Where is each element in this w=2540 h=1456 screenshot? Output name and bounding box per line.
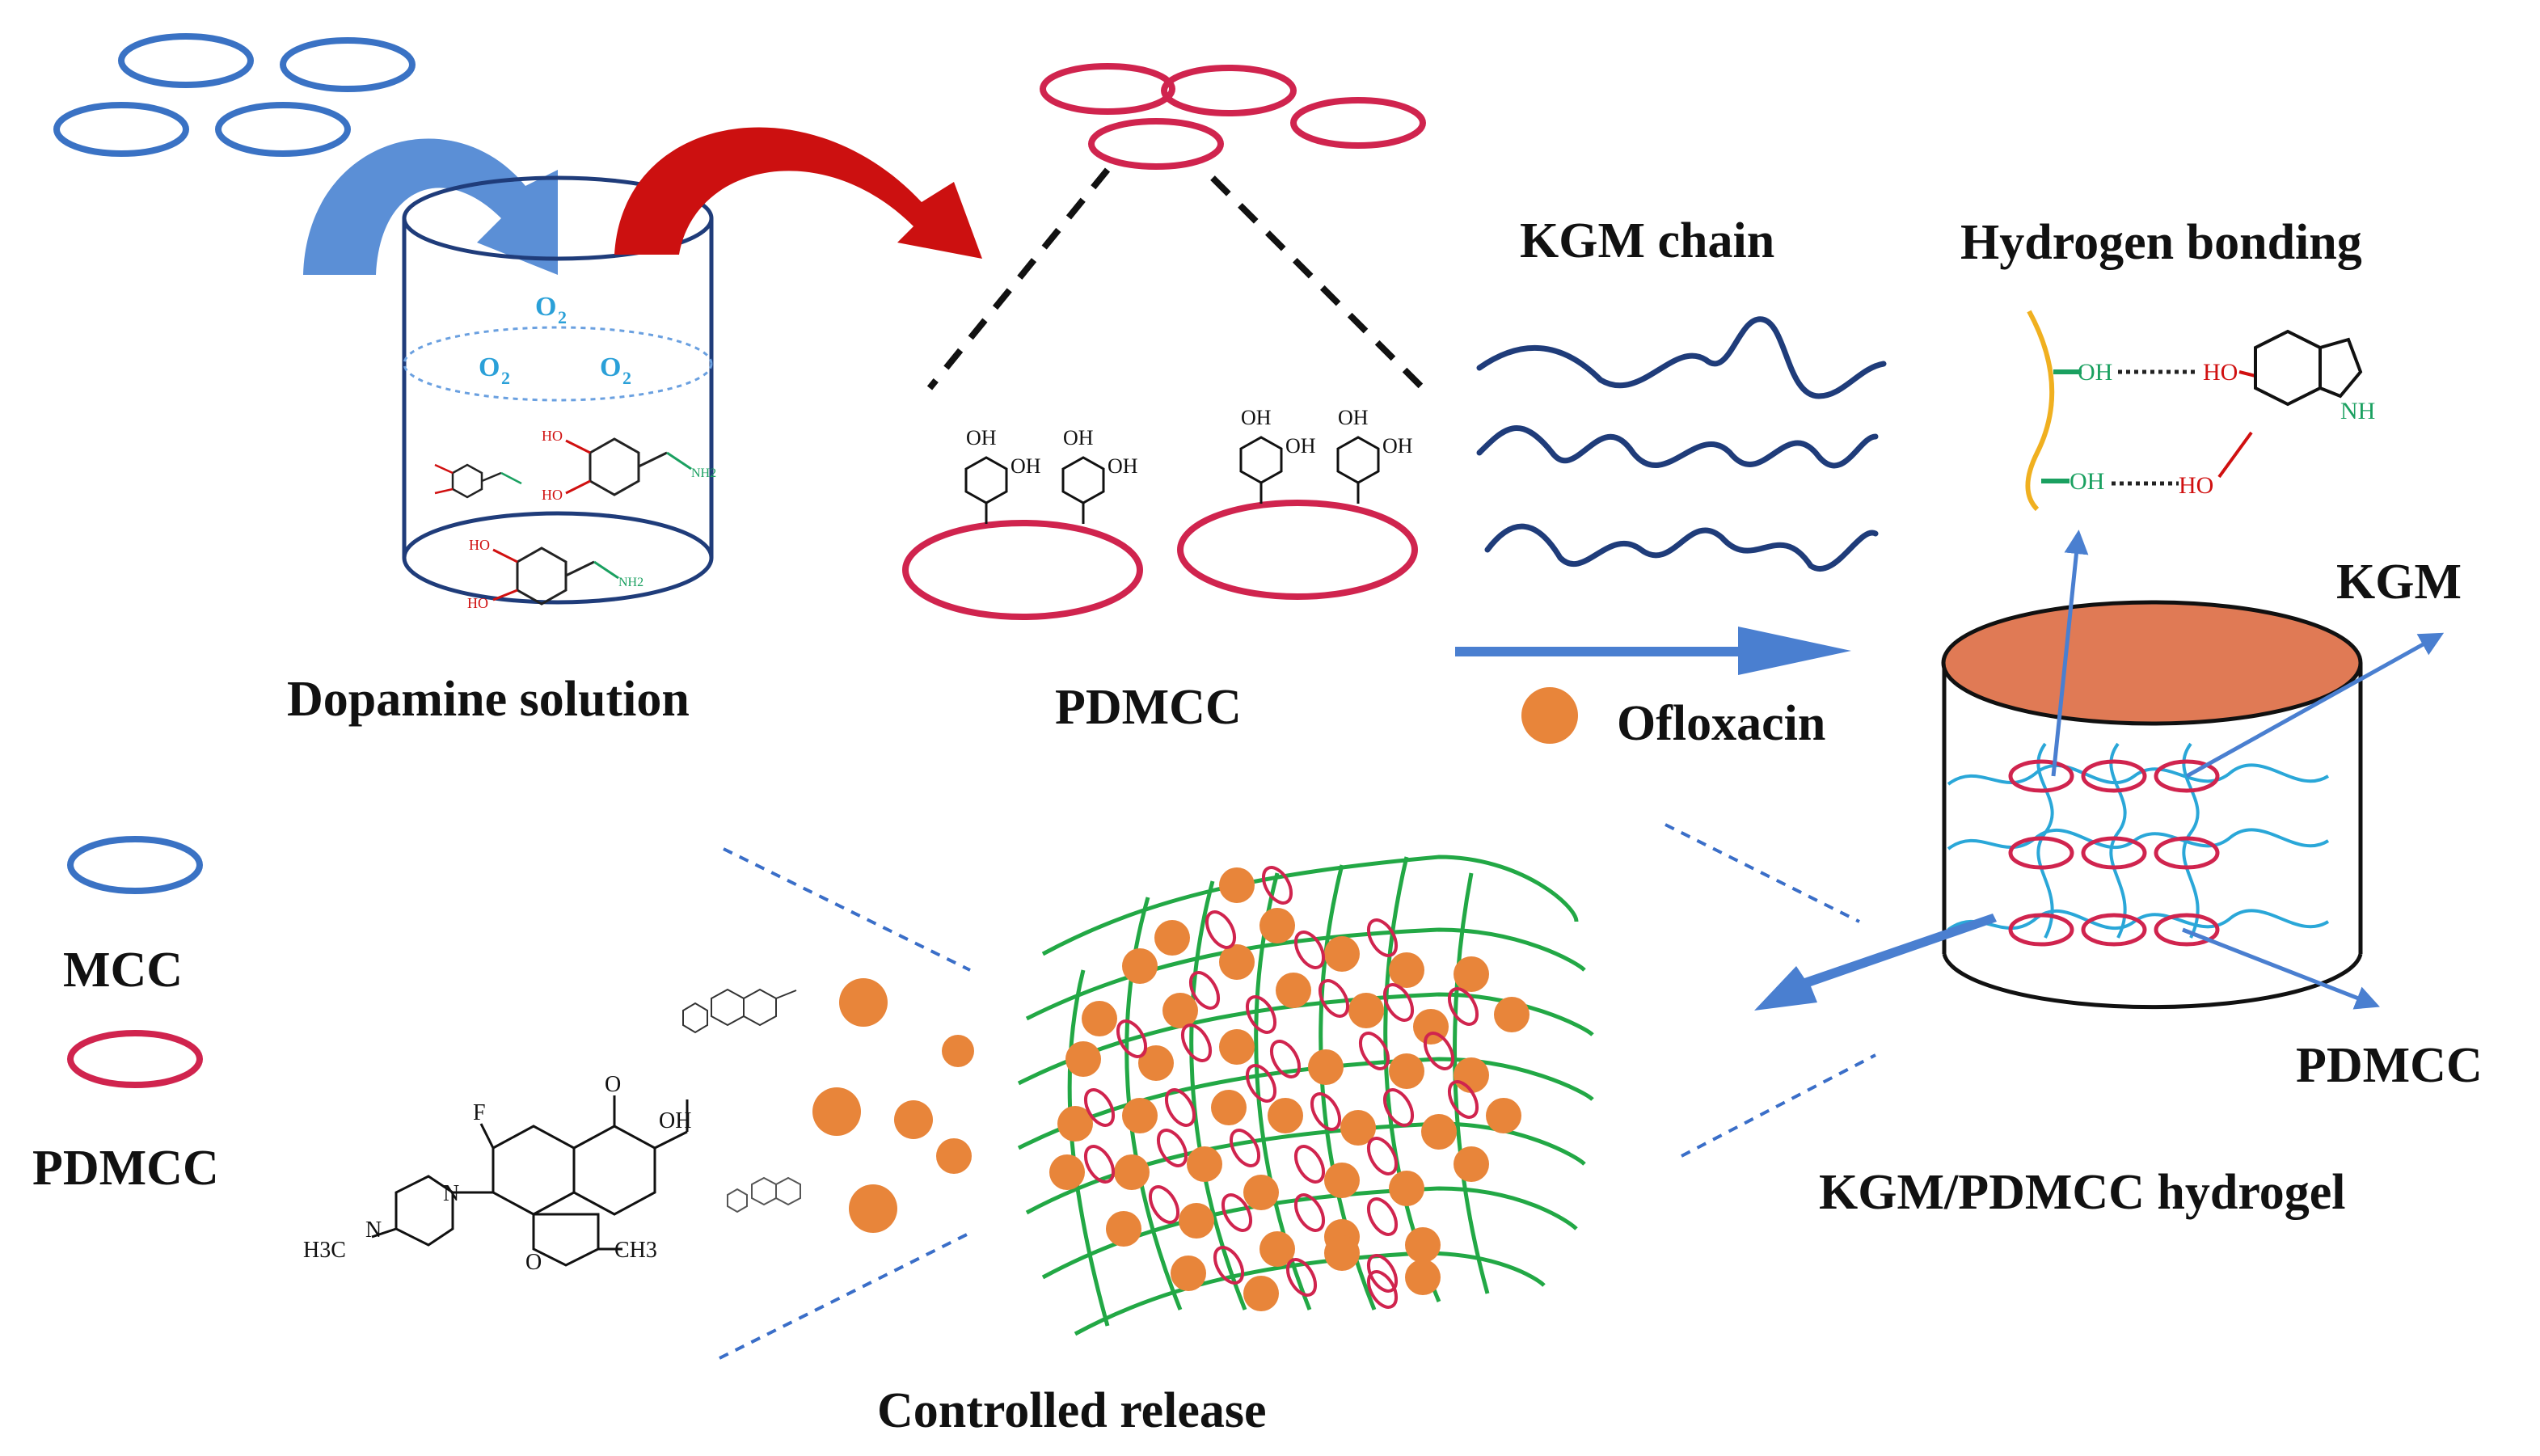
oh-label: OH: [2078, 359, 2112, 386]
drug-loaded-network: [1017, 855, 1594, 1336]
ofloxacin-small-2: [727, 1176, 801, 1213]
hydrogel-label: KGM/PDMCC hydrogel: [1819, 1165, 2346, 1220]
o2-sub-2: 2: [501, 368, 510, 388]
o2-sub-1: 2: [558, 307, 567, 327]
dopamine-solution-label: Dopamine solution: [287, 672, 690, 727]
pdmcc-label: PDMCC: [1055, 680, 1242, 735]
dopamine-molecule-large: HO HO NH2: [542, 428, 716, 503]
ho-label: HO: [467, 595, 488, 611]
zoom-lines: [926, 167, 1425, 390]
ho-label: HO: [469, 537, 490, 553]
oh-label: OH: [1285, 434, 1316, 458]
oh-atom: OH: [659, 1108, 691, 1133]
o2-label-3: O: [600, 352, 621, 382]
nh-label: NH: [2340, 398, 2375, 424]
pdmcc-particles: [1040, 63, 1426, 170]
oh-label: OH: [1338, 406, 1369, 429]
ofloxacin-label: Ofloxacin: [1617, 696, 1825, 751]
pdmcc-legend-icon: [67, 1030, 203, 1088]
ofloxacin-small-1: [682, 988, 797, 1034]
oh-label: OH: [1241, 406, 1272, 429]
nh2-label: NH2: [618, 576, 643, 589]
hydrogel-cylinder: [1941, 600, 2363, 1010]
n-atom: N: [365, 1218, 382, 1243]
release-cone-left: [719, 847, 971, 1360]
oh-label: OH: [1382, 434, 1413, 458]
mcc-particles: [53, 33, 416, 157]
ho-label: HO: [2179, 472, 2213, 499]
ho-label: HO: [2203, 359, 2238, 386]
hydrogel-network: [1947, 742, 2330, 947]
hydrogen-bonding-label: Hydrogen bonding: [1960, 215, 2362, 270]
ho-label: HO: [542, 428, 563, 444]
hydrogel-pointer-arrows: [2051, 530, 2445, 1010]
oxygen-labels: O 2 O 2 O 2: [479, 292, 631, 388]
controlled-release-label: Controlled release: [877, 1383, 1267, 1438]
o2-label-2: O: [479, 352, 500, 382]
f-atom: F: [473, 1100, 486, 1125]
oh-label: OH: [2070, 468, 2104, 495]
release-cone-right: [1665, 823, 1876, 1158]
blue-curved-arrow: [303, 138, 558, 275]
legend-mcc-label: MCC: [63, 943, 183, 998]
blue-arrow-right: [1455, 627, 1851, 675]
oh-label: OH: [1063, 426, 1094, 449]
h3c-atom: H3C: [303, 1238, 346, 1263]
o-atom: O: [605, 1072, 621, 1097]
kgm-label: KGM: [2336, 555, 2462, 610]
kgm-chain-label: KGM chain: [1520, 213, 1774, 268]
released-ofloxacin: [812, 978, 974, 1233]
ofloxacin-atoms: F O OH N N H3C O CH3: [303, 1072, 691, 1275]
oh-label: OH: [1108, 454, 1138, 478]
nh2-label: NH2: [691, 466, 716, 480]
ofloxacin-structure: [371, 1095, 689, 1267]
dopamine-molecule-small: [434, 463, 522, 499]
o2-label-1: O: [535, 292, 556, 322]
hydrogen-bond-diagram: OH OH HO HO NH: [2025, 310, 2375, 512]
dopamine-molecule-bottom: HO HO NH2: [467, 537, 643, 611]
oh-label: OH: [966, 426, 997, 449]
oh-label: OH: [1011, 454, 1041, 478]
legend-pdmcc-label: PDMCC: [32, 1141, 219, 1196]
ho-label: HO: [542, 487, 563, 503]
beaker-icon: [402, 175, 714, 605]
ofloxacin-dot-icon: [1521, 687, 1578, 744]
o2-sub-3: 2: [622, 368, 631, 388]
pdmcc-detail: OH OH OH OH OH OH OH OH: [902, 406, 1418, 620]
mcc-legend-icon: [67, 836, 203, 894]
o-atom: O: [525, 1250, 542, 1275]
release-arrow: [1754, 914, 1997, 1011]
ch3-atom: CH3: [614, 1238, 657, 1263]
pdmcc-right-label: PDMCC: [2296, 1038, 2483, 1093]
kgm-chains: [1476, 316, 1887, 572]
n-atom: N: [443, 1181, 459, 1206]
red-curved-arrow: [614, 127, 982, 259]
